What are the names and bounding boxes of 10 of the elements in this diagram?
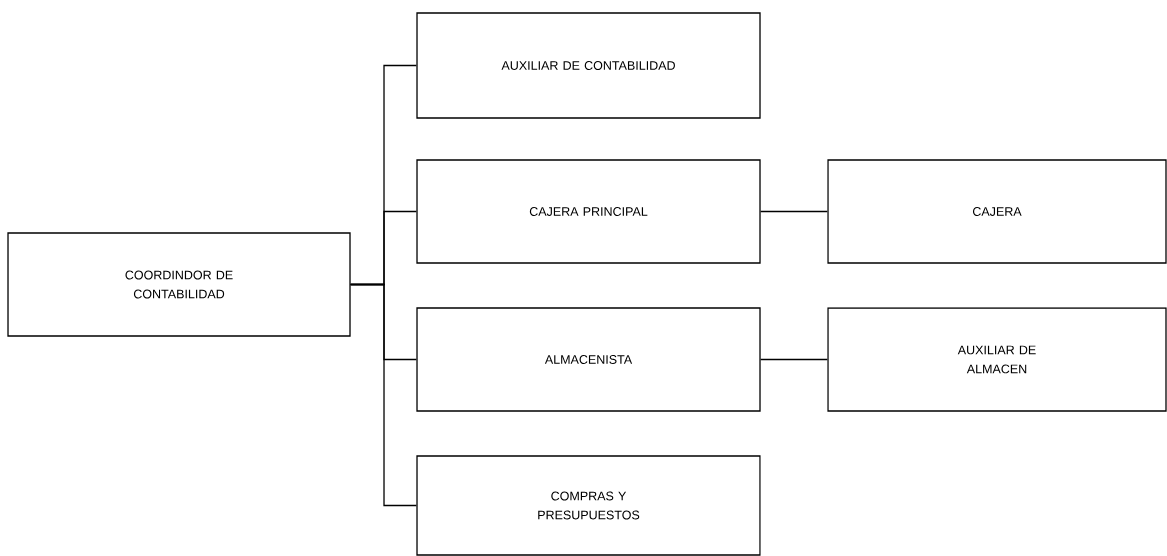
- org-box: AUXILIAR DE ALMACEN: [827, 307, 1167, 412]
- connector-line: [350, 283, 417, 507]
- org-box: ALMACENISTA: [416, 307, 761, 412]
- org-box: COMPRAS Y PRESUPUESTOS: [416, 455, 761, 556]
- org-box: CAJERA: [827, 159, 1167, 264]
- org-box: CAJERA PRINCIPAL: [416, 159, 761, 264]
- org-box: COORDINDOR DE CONTABILIDAD: [7, 232, 351, 337]
- connector-line: [760, 210, 828, 213]
- connector-line: [760, 358, 828, 361]
- org-box: AUXILIAR DE CONTABILIDAD: [416, 12, 761, 119]
